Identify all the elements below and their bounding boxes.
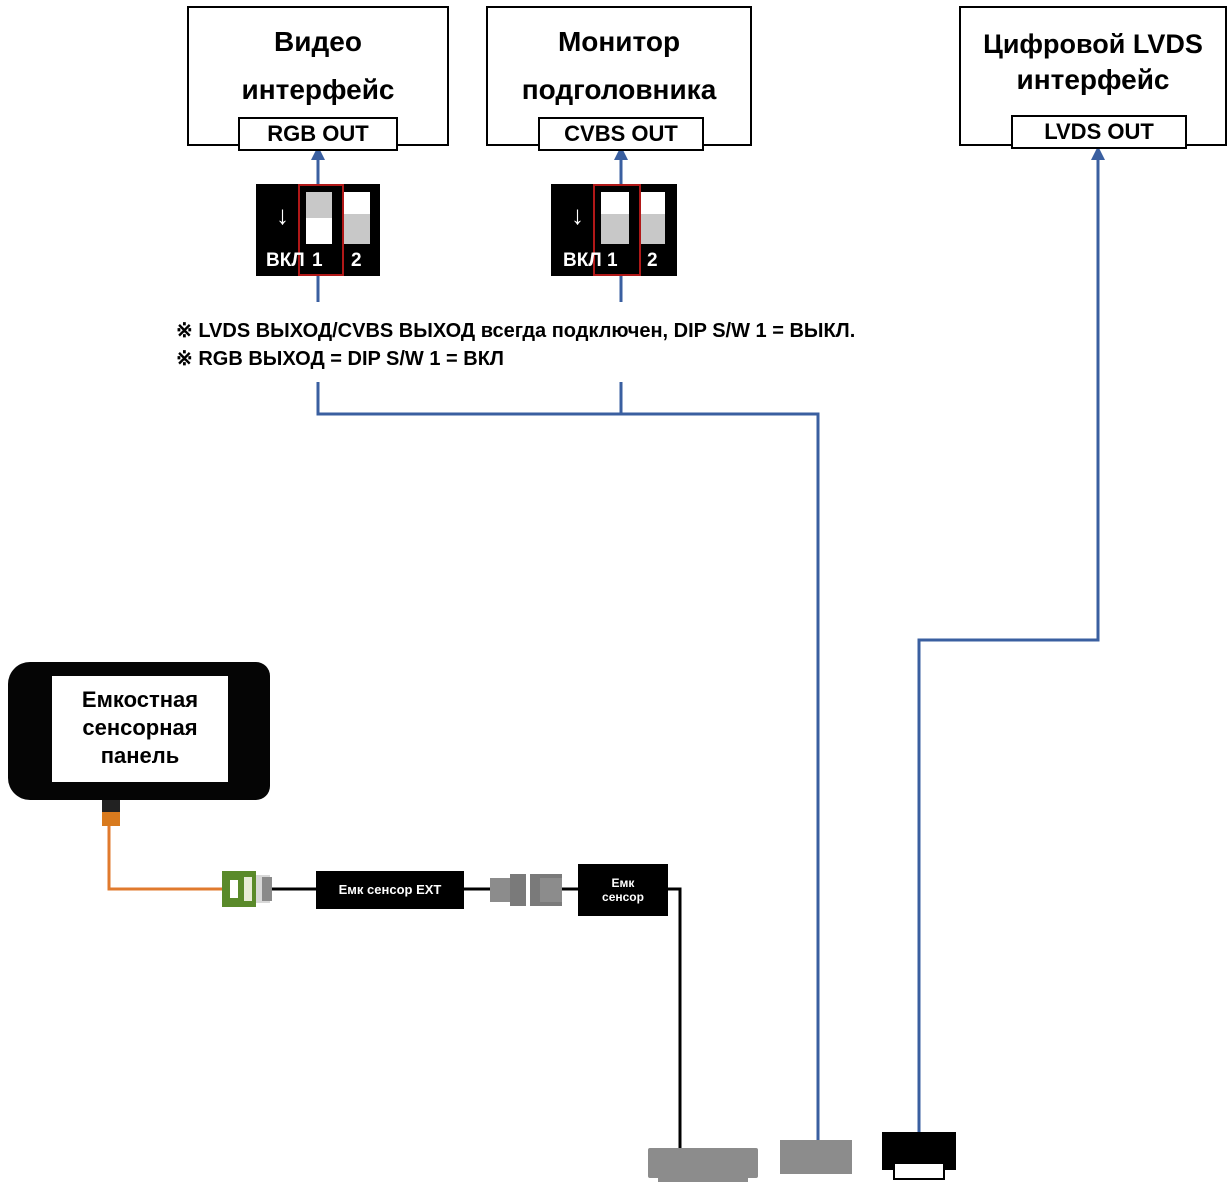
inline-connector-left-tip <box>510 874 526 906</box>
down-arrow-icon: ↓ <box>571 200 584 230</box>
dip-switch-1-knob <box>601 192 629 214</box>
monitor-title-1: Монитор <box>557 26 681 57</box>
note-line-1: ※ LVDS ВЫХОД/CVBS ВЫХОД всегда подключен… <box>176 320 856 342</box>
dip-num-1: 1 <box>312 250 323 271</box>
connector-slot <box>244 877 252 901</box>
bottom-connector-black-cable-tab <box>658 1170 748 1182</box>
panel-label-2: сенсорная <box>82 715 198 740</box>
arrow-rgb <box>311 146 325 160</box>
dip-highlight <box>593 184 641 276</box>
video-interface-title-1: Видео <box>274 26 362 57</box>
monitor-box: Монитор подголовника CVBS OUT <box>486 6 752 151</box>
dip-switch-2-knob <box>344 192 370 214</box>
bottom-connector-blue-cable <box>780 1140 852 1174</box>
cvbs-out-port: CVBS OUT <box>538 117 704 151</box>
panel-label-1: Емкостная <box>81 687 199 712</box>
ext-sensor-cable: Емк сенсор EXT <box>316 871 464 909</box>
arrow-cvbs <box>614 146 628 160</box>
connector-slot <box>230 880 238 898</box>
down-arrow-icon: ↓ <box>276 200 289 230</box>
dip-switch-rgb: ↓ ВКЛ 1 2 <box>256 184 380 276</box>
dip-highlight <box>298 184 344 276</box>
lvds-out-port: LVDS OUT <box>1011 115 1187 149</box>
dip-num-2: 2 <box>351 250 362 271</box>
dip-num-2: 2 <box>647 250 658 271</box>
wire-lvds <box>917 160 1100 1134</box>
green-connector <box>222 871 256 907</box>
dip-num-1: 1 <box>607 250 618 271</box>
lvds-title-1: Цифровой LVDS <box>983 29 1203 59</box>
monitor-title-2: подголовника <box>521 74 717 105</box>
panel-label-3: панель <box>100 743 180 768</box>
touch-panel-screen: Емкостная сенсорная панель <box>52 676 228 782</box>
wire-main-harness <box>316 382 820 1142</box>
arrow-lvds <box>1091 146 1105 160</box>
note-line-2: ※ RGB ВЫХОД = DIP S/W 1 = ВКЛ <box>176 348 504 370</box>
video-interface-box: Видео интерфейс RGB OUT <box>187 6 449 151</box>
capacitive-sensor-module: Емк сенсор <box>578 864 668 916</box>
lvds-interface-box: Цифровой LVDS интерфейс LVDS OUT <box>959 6 1227 149</box>
video-interface-title-2: интерфейс <box>241 74 395 105</box>
connector-plug-body <box>262 877 272 901</box>
dip-on-label: ВКЛ <box>563 250 602 271</box>
cable-black-4 <box>668 887 682 1148</box>
wire-touch-panel <box>107 826 222 891</box>
lvds-title-2: интерфейс <box>1016 64 1170 95</box>
dip-switch-1-knob <box>306 218 332 244</box>
rgb-out-port: RGB OUT <box>238 117 398 151</box>
bottom-connector-lvds-tab <box>893 1162 945 1180</box>
panel-flex-connector <box>102 812 120 826</box>
inline-connector-right-body <box>540 878 562 902</box>
capacitive-touch-panel: Емкостная сенсорная панель <box>8 662 270 800</box>
dip-switch-cvbs: ↓ ВКЛ 1 2 <box>551 184 677 276</box>
dip-switch-2-knob <box>639 192 665 214</box>
sensor-label-2: сенсор <box>602 890 644 904</box>
sensor-label-1: Емк <box>611 876 635 890</box>
dip-on-label: ВКЛ <box>266 250 305 271</box>
